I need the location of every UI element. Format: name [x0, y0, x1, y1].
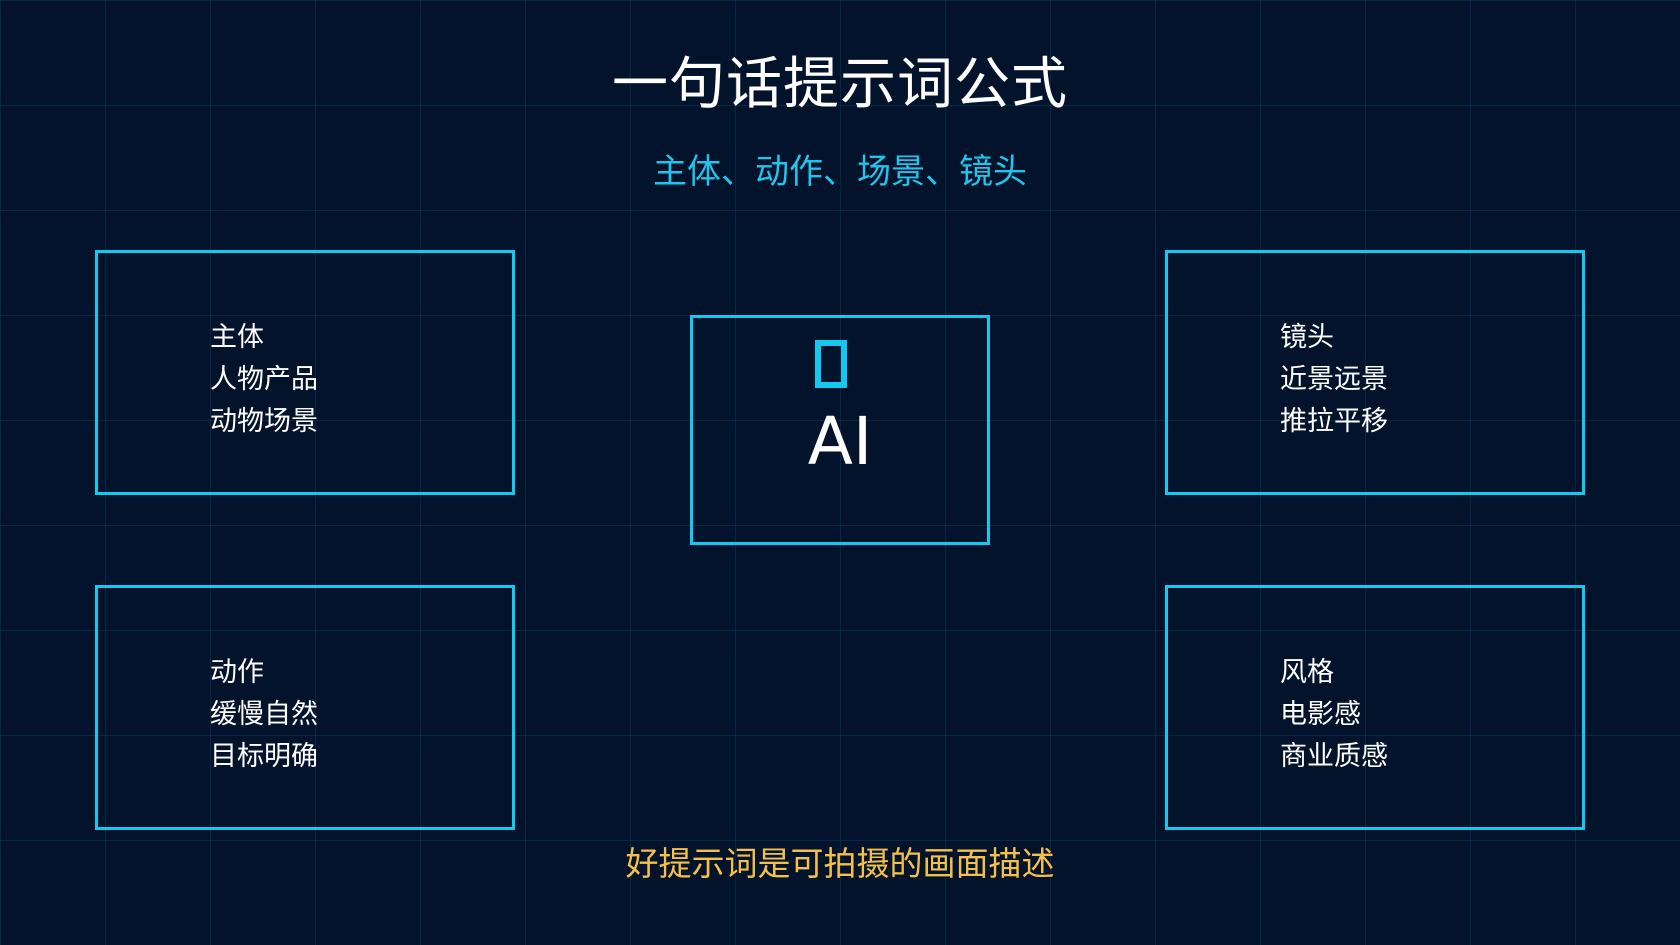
- ai-label: AI: [807, 403, 873, 480]
- action-box-text: 动作 缓慢自然 目标明确: [210, 652, 318, 778]
- ai-center-box: AI: [690, 315, 990, 545]
- subject-box-line-1: 人物产品: [210, 364, 318, 395]
- page-title: 一句话提示词公式: [612, 52, 1068, 117]
- action-box-line-1: 缓慢自然: [210, 699, 318, 730]
- camera-box-heading: 镜头: [1280, 322, 1334, 353]
- action-box-heading: 动作: [210, 657, 264, 688]
- camera-box: 镜头 近景远景 推拉平移: [1165, 250, 1585, 495]
- action-box: 动作 缓慢自然 目标明确: [95, 585, 515, 830]
- style-box-line-1: 电影感: [1280, 699, 1361, 730]
- camera-box-line-2: 推拉平移: [1280, 406, 1388, 437]
- camera-box-line-1: 近景远景: [1280, 364, 1388, 395]
- subject-box-line-2: 动物场景: [210, 406, 318, 437]
- style-box: 风格 电影感 商业质感: [1165, 585, 1585, 830]
- style-box-heading: 风格: [1280, 657, 1334, 688]
- footer-caption: 好提示词是可拍摄的画面描述: [625, 844, 1055, 883]
- page-subtitle: 主体、动作、场景、镜头: [653, 152, 1027, 192]
- style-box-text: 风格 电影感 商业质感: [1280, 652, 1388, 778]
- camera-box-text: 镜头 近景远景 推拉平移: [1280, 317, 1388, 443]
- subject-box-text: 主体 人物产品 动物场景: [210, 317, 318, 443]
- action-box-line-2: 目标明确: [210, 741, 318, 772]
- box-glyph-icon: [815, 340, 847, 388]
- subject-box: 主体 人物产品 动物场景: [95, 250, 515, 495]
- style-box-line-2: 商业质感: [1280, 741, 1388, 772]
- subject-box-heading: 主体: [210, 322, 264, 353]
